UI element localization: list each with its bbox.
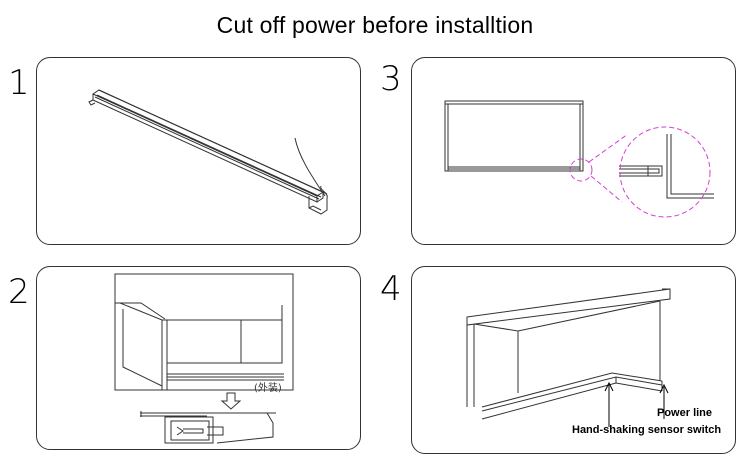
cabinet-sensor-illustration bbox=[466, 288, 671, 427]
sensor-switch-label: Hand-shaking sensor switch bbox=[572, 424, 722, 436]
page-title: Cut off power before installtion bbox=[216, 12, 534, 38]
cabinet-clip-illustration bbox=[114, 273, 294, 444]
led-strip-illustration bbox=[88, 89, 328, 215]
step-number-1: 1 bbox=[8, 63, 30, 103]
step-3-panel bbox=[411, 57, 736, 245]
step-1-panel bbox=[36, 57, 361, 245]
step-number-3: 3 bbox=[380, 59, 402, 99]
outer-mount-note: (外装) bbox=[254, 383, 282, 394]
step-2-panel: (外装) bbox=[36, 266, 361, 450]
step-number-2: 2 bbox=[8, 272, 30, 312]
step-number-4: 4 bbox=[380, 269, 402, 309]
cabinet-front-illustration bbox=[444, 100, 714, 218]
step-4-panel: Power line Hand-shaking sensor switch bbox=[411, 266, 736, 454]
power-line-label: Power line bbox=[657, 407, 713, 419]
